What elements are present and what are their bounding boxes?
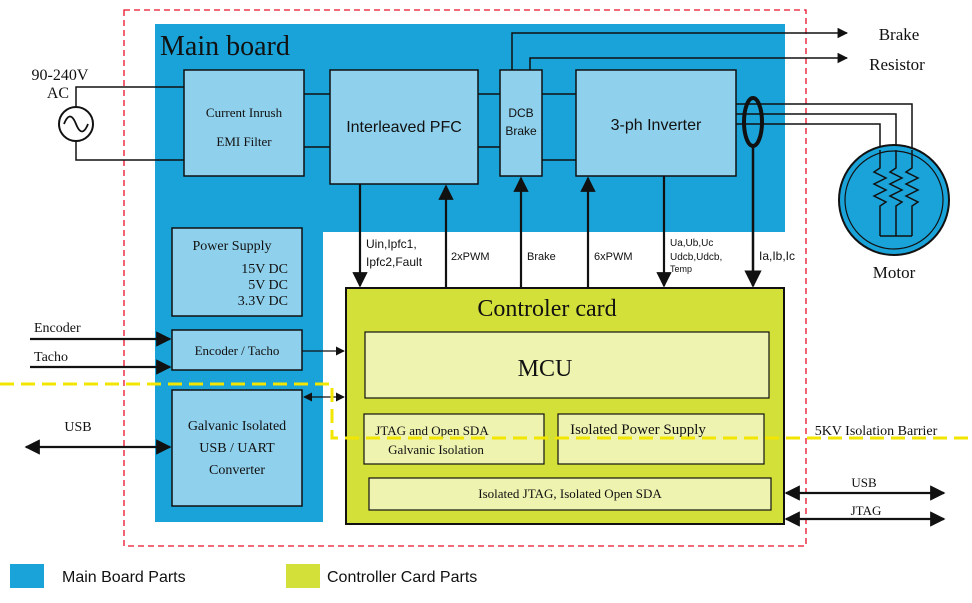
brake-block-label: Brake <box>505 124 537 138</box>
brake-resistor-label-1: Brake <box>879 25 920 44</box>
isolated-jtag-label: Isolated JTAG, Isolated Open SDA <box>478 486 662 501</box>
galvanic-usb-block <box>171 389 303 507</box>
voltage-feedback-label-3: Temp <box>670 264 692 274</box>
main-board-title: Main board <box>160 31 290 62</box>
inverter-label: 3-ph Inverter <box>611 117 702 134</box>
brake-resistor-label-2: Resistor <box>869 55 925 74</box>
legend-controller-swatch <box>286 564 320 588</box>
power-supply-title: Power Supply <box>193 239 272 254</box>
mcu-label: MCU <box>518 356 573 382</box>
inrush-label: Current Inrush <box>206 105 283 120</box>
galvanic-line-1: Galvanic Isolated <box>188 419 286 434</box>
pfc-feedback-label-2: Ipfc2,Fault <box>366 255 423 269</box>
tacho-input-label: Tacho <box>34 350 68 365</box>
mcu-block <box>364 331 770 399</box>
emi-filter-label-2: EMI Filter <box>216 134 272 149</box>
pfc-block <box>329 69 479 185</box>
dcb-brake-block <box>499 69 543 177</box>
ac-voltage-label: 90-240V <box>32 67 89 84</box>
pwm2-label: 2xPWM <box>451 251 490 263</box>
motor-icon <box>838 144 950 256</box>
jtag-right-label: JTAG <box>851 503 882 518</box>
pfc-feedback-label-1: Uin,Ipfc1, <box>366 237 417 251</box>
psu-3v3: 3.3V DC <box>238 294 288 309</box>
ac-source-icon <box>58 106 94 142</box>
jtag-line-1: JTAG and Open SDA <box>375 423 489 438</box>
legend-controller-label: Controller Card Parts <box>327 569 477 586</box>
voltage-feedback-label-1: Ua,Ub,Uc <box>670 238 713 249</box>
psu-5v: 5V DC <box>248 278 288 293</box>
isolation-barrier-label: 5KV Isolation Barrier <box>815 424 938 439</box>
psu-15v: 15V DC <box>241 262 288 277</box>
pfc-label: Interleaved PFC <box>346 119 462 136</box>
currents-label: Ia,Ib,Ic <box>759 249 795 263</box>
legend-main-label: Main Board Parts <box>62 569 186 586</box>
encoder-input-label: Encoder <box>34 321 81 336</box>
inrush-emi-block <box>183 69 305 177</box>
power-supply-block <box>171 227 303 317</box>
isolated-power-label: Isolated Power Supply <box>570 422 706 438</box>
controller-title: Controler card <box>477 296 616 322</box>
motor-label: Motor <box>873 263 916 282</box>
encoder-tacho-block <box>171 329 303 371</box>
legend-main-swatch <box>10 564 44 588</box>
galvanic-line-2: USB / UART <box>199 441 275 456</box>
brake-signal-label: Brake <box>527 251 556 263</box>
voltage-feedback-label-2: Udcb,Udcb, <box>670 252 722 263</box>
isolated-jtag-block <box>368 477 772 511</box>
usb-left-label: USB <box>64 420 91 435</box>
pwm6-label: 6xPWM <box>594 251 633 263</box>
ac-label: AC <box>47 85 69 102</box>
current-sensor-icon <box>742 96 764 148</box>
encoder-tacho-label: Encoder / Tacho <box>195 343 280 358</box>
jtag-line-2: Galvanic Isolation <box>388 442 484 457</box>
usb-right-label: USB <box>851 475 877 490</box>
dcb-label: DCB <box>508 106 533 120</box>
isolation-barrier <box>0 382 972 440</box>
system-boundary <box>123 9 807 547</box>
galvanic-line-3: Converter <box>209 463 265 478</box>
inverter-block <box>575 69 737 177</box>
